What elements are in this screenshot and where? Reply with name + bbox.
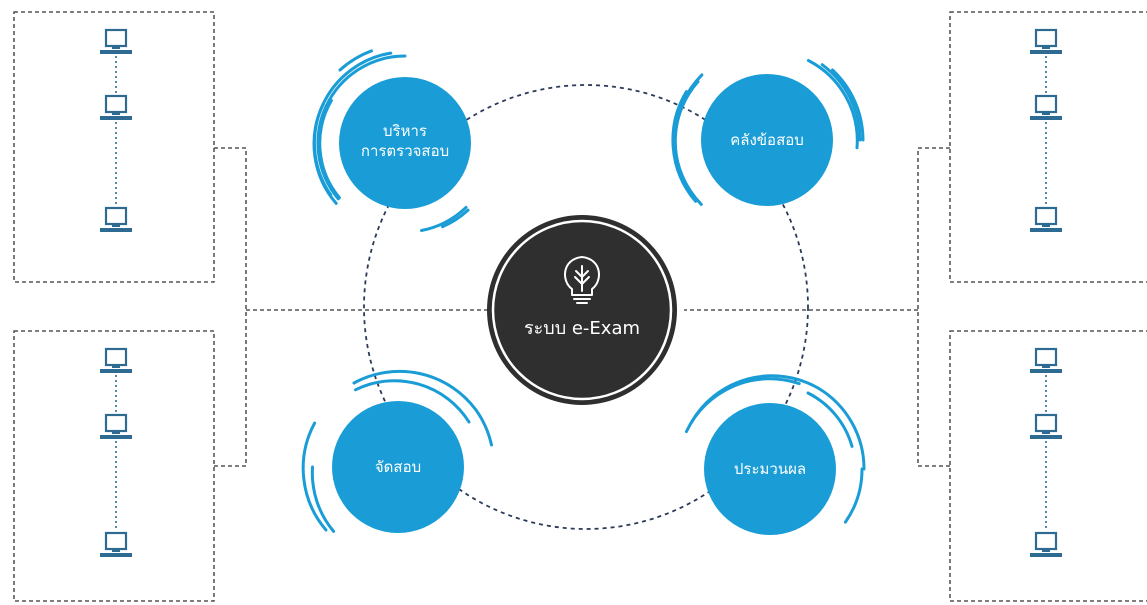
computer-stack-left-bottom — [98, 347, 134, 559]
computer-icon — [98, 206, 134, 234]
computer-group-right-bottom — [949, 330, 1147, 602]
computer-group-left-bottom — [13, 330, 215, 602]
connector-lines — [214, 147, 950, 467]
center-label: ระบบ e-Exam — [524, 318, 640, 339]
computer-icon — [98, 94, 134, 122]
node-label-line1: บริหาร — [383, 122, 427, 140]
computer-icon — [1028, 531, 1064, 559]
computer-stack-left-top — [98, 28, 134, 234]
lightbulb-icon — [564, 256, 600, 304]
computer-icon — [98, 531, 134, 559]
node-bank: คลังข้อสอบ — [701, 74, 833, 206]
computer-group-right-top — [949, 11, 1147, 283]
ring-connection — [363, 84, 809, 530]
computer-icon — [1028, 94, 1064, 122]
computer-icon — [1028, 28, 1064, 56]
computer-icon — [98, 347, 134, 375]
node-label-line2: การตรวจสอบ — [361, 142, 449, 160]
computer-stack-right-top — [1028, 28, 1064, 234]
computer-icon — [98, 413, 134, 441]
computer-icon — [1028, 347, 1064, 375]
computer-icon — [1028, 413, 1064, 441]
node-arrange: จัดสอบ — [332, 401, 464, 533]
computer-stack-right-bottom — [1028, 347, 1064, 559]
computer-icon — [98, 28, 134, 56]
node-label: ประมวนผล — [734, 460, 806, 478]
node-label: จัดสอบ — [375, 458, 421, 476]
center-node: ระบบ e-Exam — [487, 215, 677, 405]
computer-icon — [1028, 206, 1064, 234]
node-arcs — [301, 49, 866, 533]
node-label: คลังข้อสอบ — [730, 131, 804, 149]
node-process: ประมวนผล — [704, 403, 836, 535]
computer-group-left-top — [13, 11, 215, 283]
node-admin: บริหาร การตรวจสอบ — [339, 77, 471, 209]
